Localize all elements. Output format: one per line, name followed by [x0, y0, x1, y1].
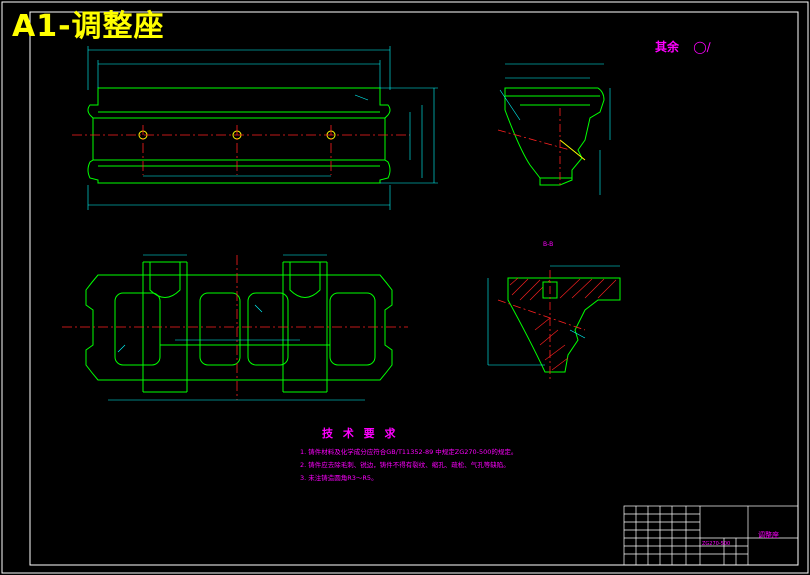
roughness-label: 其余: [655, 40, 680, 54]
side-view: [504, 87, 605, 186]
tech-requirements-notes: 1. 铸件材料及化学成分应符合GB/T11352-89 中规定ZG270-500…: [300, 446, 517, 485]
roughness-symbol-icon: ◯∕: [693, 40, 711, 54]
section-label: B-B: [543, 241, 554, 248]
front-view-dimensions: [87, 46, 438, 210]
drawing-title: A1-调整座: [12, 9, 165, 44]
note-3: 3. 未注铸造圆角R3～R5。: [300, 474, 378, 482]
title-block-material: ZG270-500: [702, 541, 731, 547]
inner-frame: [29, 11, 799, 566]
note-1: 1. 铸件材料及化学成分应符合GB/T11352-89 中规定ZG270-500…: [300, 448, 518, 456]
note-2: 2. 铸件应去除毛刺、锐边，铸件不得有裂纹、缩孔、疏松、气孔等缺陷。: [300, 461, 510, 469]
front-view: [87, 87, 391, 184]
top-view-dimensions: [108, 254, 365, 401]
section-view: [497, 270, 621, 380]
title-block: [623, 505, 799, 566]
section-dimensions: [487, 265, 620, 366]
roughness-note: 其余 ◯∕: [655, 38, 711, 55]
front-view-centerlines: [72, 125, 410, 175]
title-block-part-name: 调整座: [758, 531, 779, 539]
side-view-centerlines: [497, 108, 571, 188]
tech-requirements-title: 技 术 要 求: [322, 427, 399, 440]
top-view-centerlines: [62, 255, 408, 400]
side-view-dimensions: [499, 63, 611, 195]
